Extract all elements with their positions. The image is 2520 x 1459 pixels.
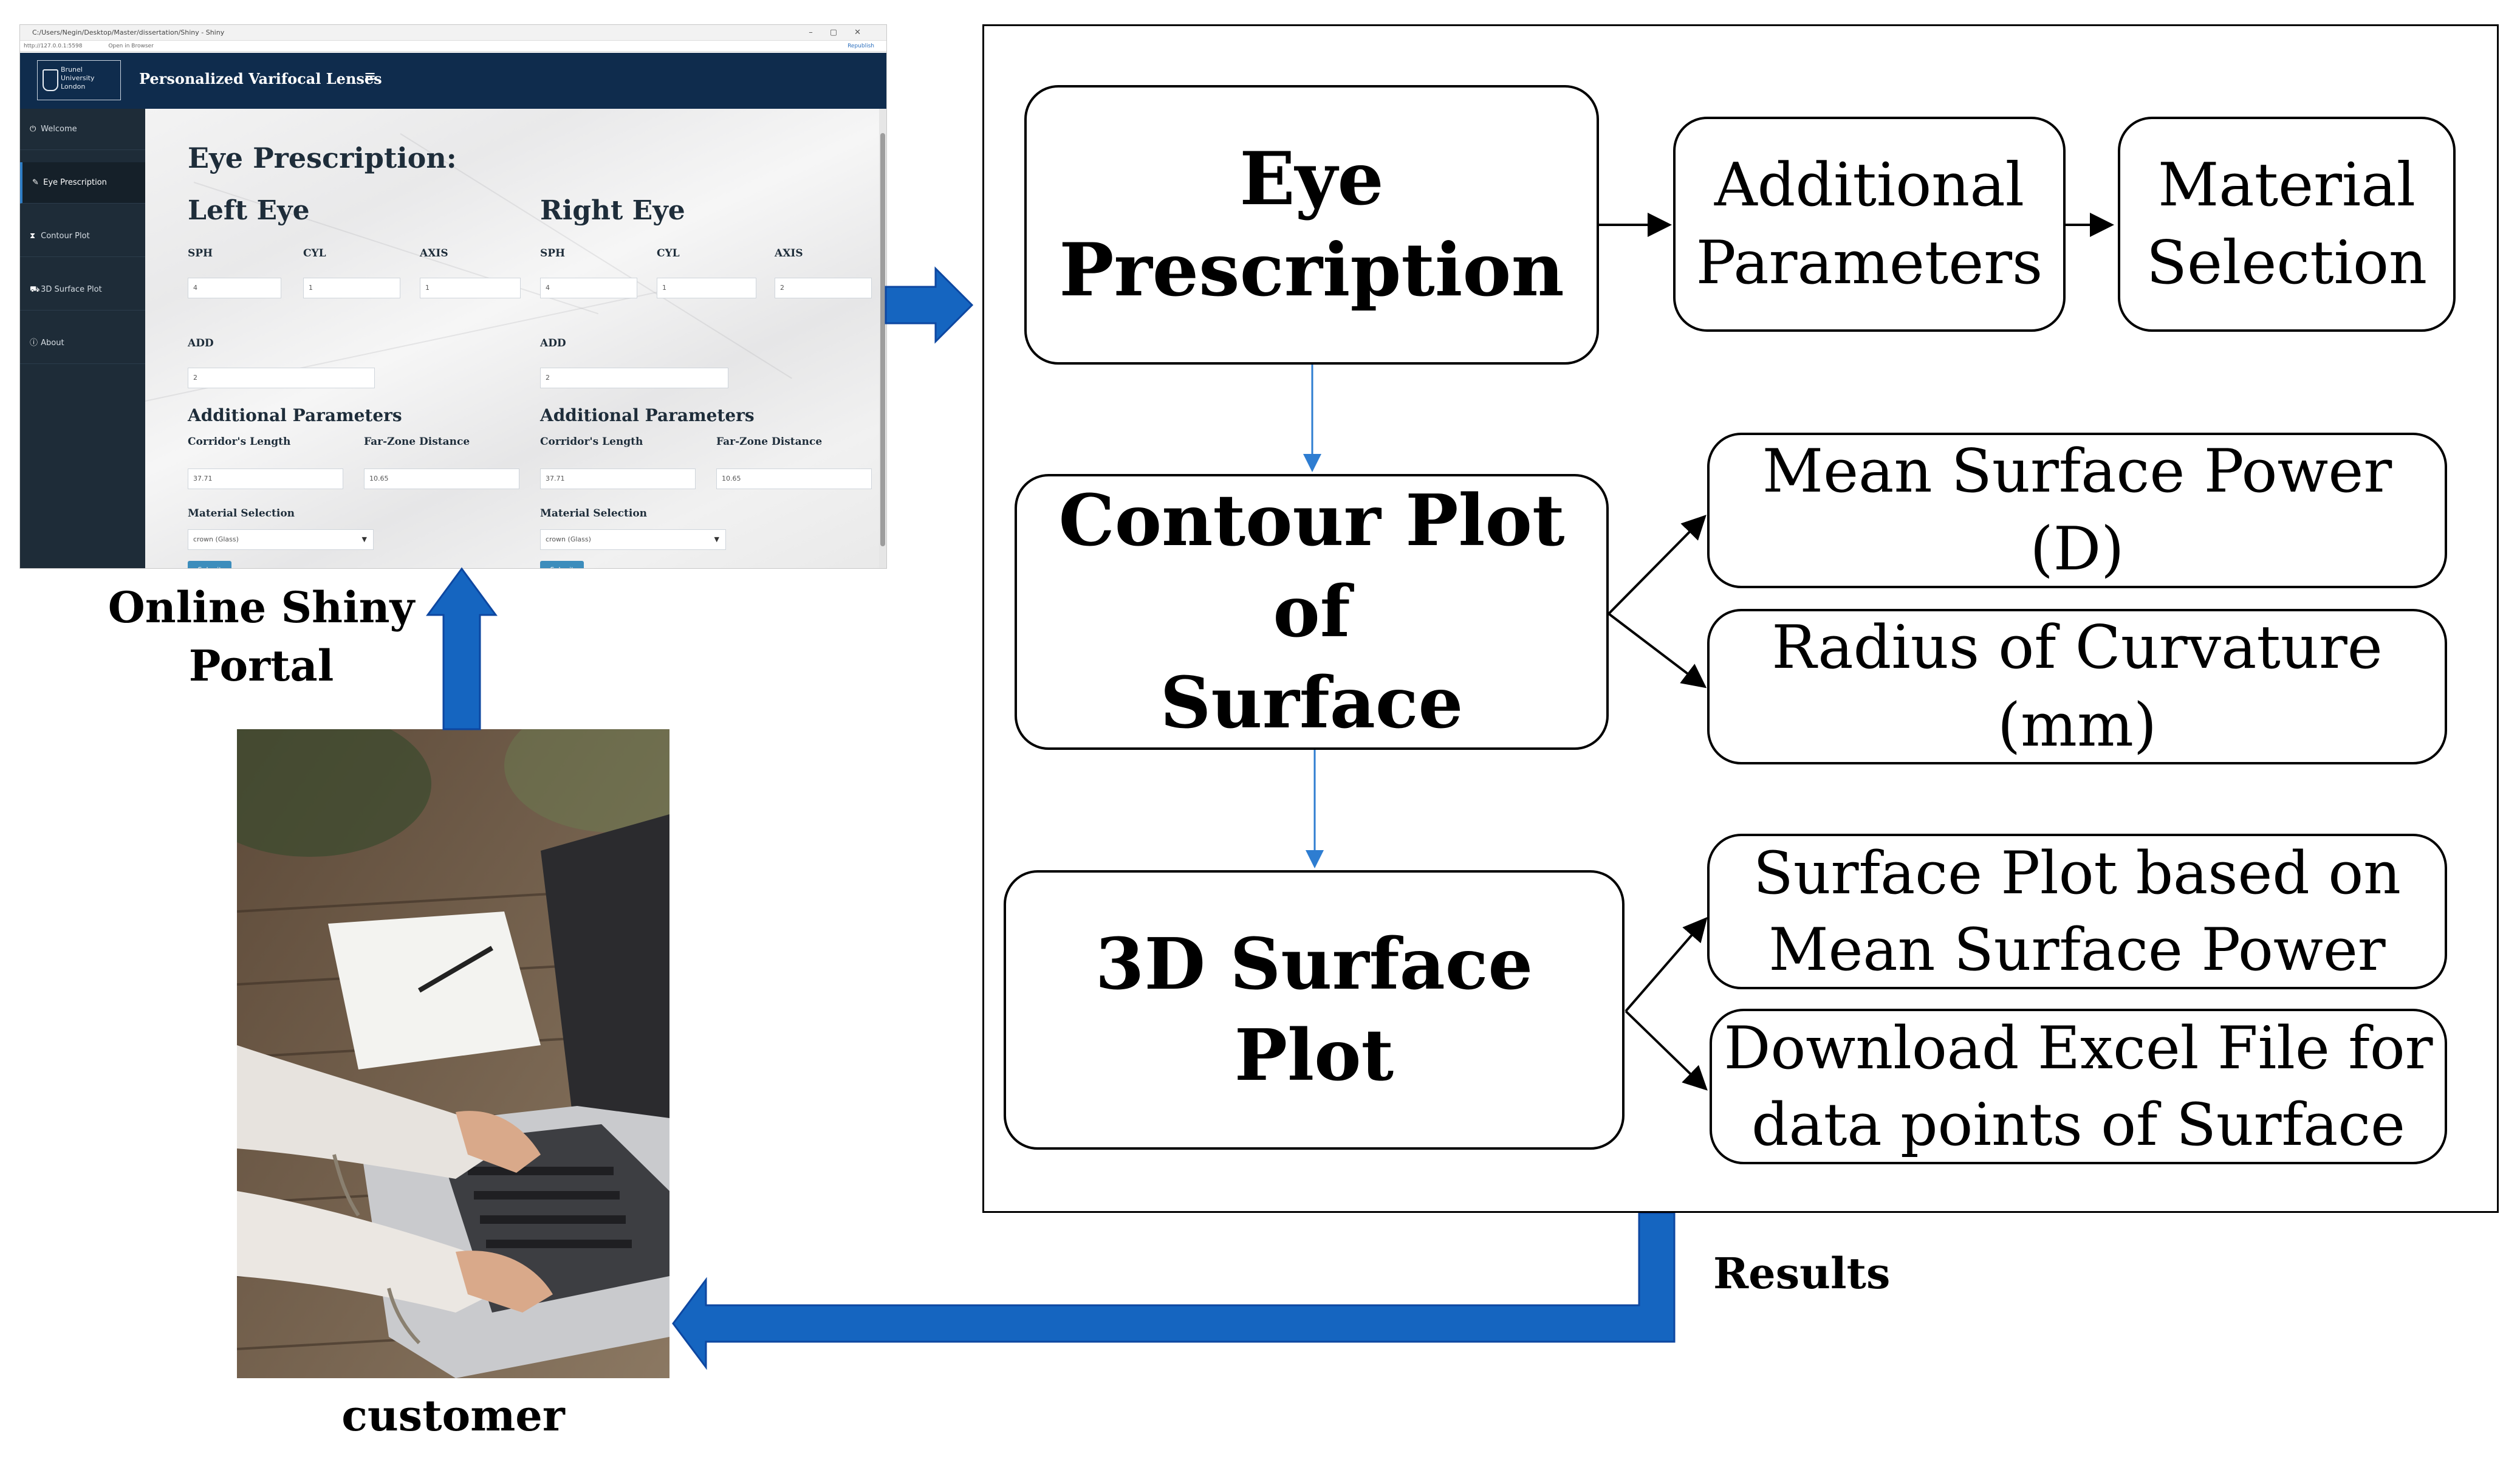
right-cyl-input[interactable]: 1 xyxy=(657,278,756,298)
scrollbar[interactable] xyxy=(879,109,886,568)
left-cyl-input[interactable]: 1 xyxy=(303,278,400,298)
info-icon: ⓘ xyxy=(30,338,38,348)
right-farzone-input[interactable]: 10.65 xyxy=(716,469,872,489)
app-header: Brunel University London Personalized Va… xyxy=(20,53,886,109)
left-farzone-input[interactable]: 10.65 xyxy=(364,469,519,489)
right-material-select[interactable]: crown (Glass)▼ xyxy=(540,529,726,550)
left-sph-label: SPH xyxy=(188,247,213,259)
results-arrow xyxy=(672,1212,1676,1370)
sidebar-item-eye-prescription[interactable]: ✎ Eye Prescription xyxy=(20,162,145,204)
connector-3d-to-download xyxy=(1625,1010,1708,1091)
app-title: Personalized Varifocal Lenses xyxy=(139,70,382,88)
flow-frame xyxy=(982,24,2499,1213)
results-label: Results xyxy=(1713,1248,1891,1299)
power-icon: ⏻ xyxy=(30,125,36,134)
maximize-icon[interactable]: ▢ xyxy=(829,28,855,37)
right-additional-title: Additional Parameters xyxy=(540,405,755,425)
node-mean-surface-power: Mean Surface Power (D) xyxy=(1707,433,2447,588)
left-additional-title: Additional Parameters xyxy=(188,405,402,425)
car-icon: ⛟ xyxy=(30,285,40,294)
left-material-select[interactable]: crown (Glass)▼ xyxy=(188,529,374,550)
window-controls: –▢✕ xyxy=(809,25,878,41)
open-in-browser-link[interactable]: Open in Browser xyxy=(108,43,154,49)
pencil-icon: ✎ xyxy=(32,178,39,187)
right-sph-label: SPH xyxy=(540,247,566,259)
left-axis-label: AXIS xyxy=(420,247,448,259)
window-titlebar: C:/Users/Negin/Desktop/Master/dissertati… xyxy=(20,25,886,41)
left-cyl-label: CYL xyxy=(303,247,326,259)
caret-down-icon: ▼ xyxy=(714,535,719,543)
hourglass-icon: ⧗ xyxy=(30,232,36,241)
caret-down-icon: ▼ xyxy=(361,535,367,543)
right-sph-input[interactable]: 4 xyxy=(540,278,637,298)
university-logo: Brunel University London xyxy=(37,60,121,100)
left-sph-input[interactable]: 4 xyxy=(188,278,281,298)
right-corridor-input[interactable]: 37.71 xyxy=(540,469,696,489)
republish-button[interactable]: Republish xyxy=(847,43,874,49)
right-corridor-label: Corridor's Length xyxy=(540,436,643,448)
right-cyl-label: CYL xyxy=(657,247,680,259)
laptop-user-illustration xyxy=(237,729,669,1378)
right-axis-input[interactable]: 2 xyxy=(775,278,872,298)
left-eye-title: Left Eye xyxy=(188,195,310,226)
main-content: Eye Prescription: Left Eye SPH CYL AXIS … xyxy=(145,109,886,568)
right-farzone-label: Far-Zone Distance xyxy=(716,436,823,448)
url-text[interactable]: http://127.0.0.1:5598 xyxy=(24,43,83,49)
arrow-to-portal xyxy=(426,567,498,730)
right-material-label: Material Selection xyxy=(540,507,648,520)
connector-3d-to-surfaceplot xyxy=(1625,916,1708,1012)
arrow-to-diagram xyxy=(885,266,974,344)
left-material-label: Material Selection xyxy=(188,507,295,520)
right-submit-button[interactable]: Submit xyxy=(540,561,584,568)
url-bar: http://127.0.0.1:5598 Open in Browser Re… xyxy=(20,41,886,52)
left-farzone-label: Far-Zone Distance xyxy=(364,436,470,448)
close-icon[interactable]: ✕ xyxy=(854,28,878,37)
window-title: C:/Users/Negin/Desktop/Master/dissertati… xyxy=(32,29,225,36)
sidebar-item-welcome[interactable]: ⏻ Welcome xyxy=(20,109,145,150)
left-axis-input[interactable]: 1 xyxy=(420,278,521,298)
sidebar: ⏻ Welcome ✎ Eye Prescription ⧗ Contour P… xyxy=(20,109,145,568)
left-add-label: ADD xyxy=(188,337,214,349)
scrollbar-thumb[interactable] xyxy=(880,133,885,546)
left-corridor-label: Corridor's Length xyxy=(188,436,291,448)
sidebar-item-3d-surface-plot[interactable]: ⛟ 3D Surface Plot xyxy=(20,269,145,311)
connector-contour-to-msp xyxy=(1608,515,1707,615)
customer-caption: customer xyxy=(341,1390,565,1441)
crest-icon xyxy=(43,69,58,91)
page-title: Eye Prescription: xyxy=(188,142,457,174)
connector-contour-to-radius xyxy=(1608,613,1707,688)
right-axis-label: AXIS xyxy=(775,247,803,259)
right-add-label: ADD xyxy=(540,337,566,349)
node-radius-of-curvature: Radius of Curvature(mm) xyxy=(1707,609,2447,764)
hamburger-icon[interactable]: ≡ xyxy=(364,67,377,84)
sidebar-item-contour-plot[interactable]: ⧗ Contour Plot xyxy=(20,216,145,257)
left-corridor-input[interactable]: 37.71 xyxy=(188,469,343,489)
sidebar-item-about[interactable]: ⓘ About xyxy=(20,323,145,364)
left-submit-button[interactable]: Submit xyxy=(188,561,231,568)
portal-caption: Online Shiny Portal xyxy=(108,582,415,691)
right-add-input[interactable]: 2 xyxy=(540,368,728,388)
customer-photo xyxy=(237,729,669,1378)
node-3d-surface-plot: 3D Surface Plot xyxy=(1004,870,1625,1150)
portal-screenshot: C:/Users/Negin/Desktop/Master/dissertati… xyxy=(19,24,887,569)
minimize-icon[interactable]: – xyxy=(809,28,830,37)
left-add-input[interactable]: 2 xyxy=(188,368,375,388)
right-eye-title: Right Eye xyxy=(540,195,685,226)
